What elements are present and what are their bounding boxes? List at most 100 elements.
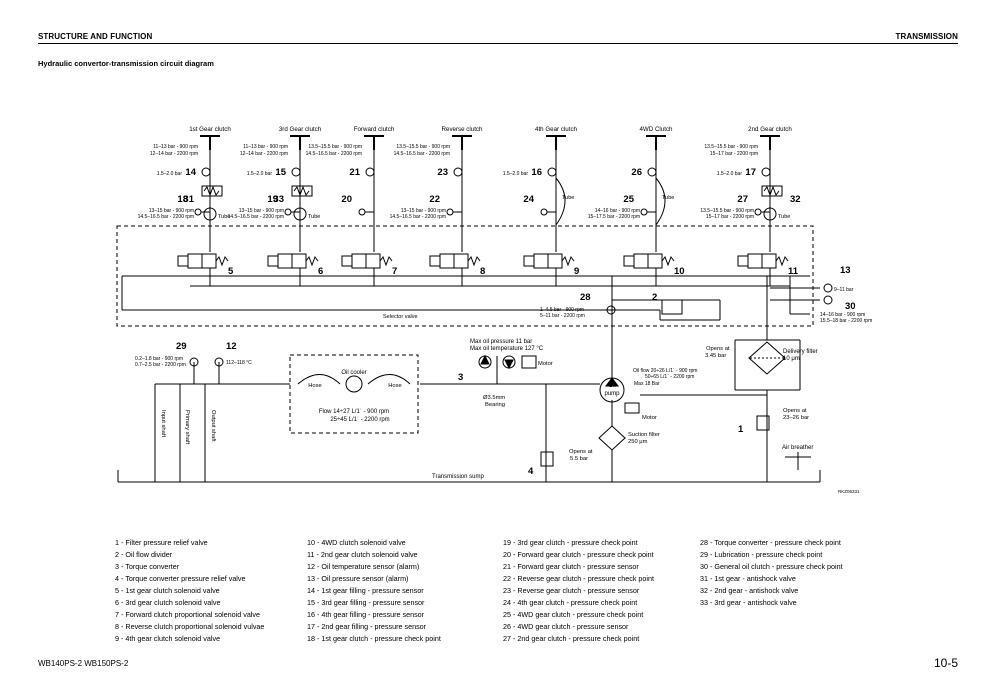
- delivery-filter-label: 10 μm: [783, 356, 800, 362]
- sensor-pressure: 1.5–2.0 bar: [503, 171, 529, 177]
- legend-item: 27 - 2nd gear clutch - pressure check po…: [503, 634, 640, 643]
- pressure-28: 5–11 bar - 2200 rpm: [540, 313, 585, 319]
- legend-item: 10 - 4WD clutch solenoid valve: [307, 538, 406, 547]
- opens-label: Opens at: [783, 408, 807, 414]
- max-oil-label: Max oil pressure 11 bar: [470, 339, 532, 345]
- pressure-range: 12–14 bar - 2200 rpm: [150, 151, 198, 157]
- diagram-title: Hydraulic convertor-transmission circuit…: [38, 59, 214, 68]
- bearing-label: Bearing: [485, 402, 505, 408]
- sensor-12: 12: [226, 341, 237, 352]
- shaft-label: Output shaft: [210, 410, 216, 442]
- legend-item: 17 - 2nd gear filling - pressure sensor: [307, 622, 427, 631]
- check-pressure: 13.5–15.5 bar - 900 rpm: [700, 208, 754, 214]
- legend-item: 33 - 3rd gear - antishock valve: [700, 598, 797, 607]
- flow-label: 25÷45 L/1ˈ - 2200 rpm: [330, 417, 389, 423]
- legend-item: 14 - 1st gear filling - pressure sensor: [307, 586, 424, 595]
- valve-number: 6: [318, 266, 323, 277]
- opens-label: 5.5 bar: [570, 456, 588, 462]
- pressure-range: 14.5–16.5 bar - 2200 rpm: [306, 151, 362, 157]
- sensor-pressure: 1.5–2.0 bar: [717, 171, 743, 177]
- legend-item: 24 - 4th gear clutch - pressure check po…: [503, 598, 638, 607]
- clutch-label: Reverse clutch: [442, 126, 483, 133]
- suction-filter-label: Suction filter: [628, 432, 660, 438]
- legend-item: 13 - Oil pressure sensor (alarm): [307, 574, 409, 583]
- pressure-29: 0.7–2.5 bar - 2200 rpm: [135, 362, 186, 368]
- clutch-label: 4th Gear clutch: [535, 126, 578, 133]
- opens-label: Opens at: [706, 346, 730, 352]
- suction-filter-label: 250 μm: [628, 439, 648, 445]
- sensor-30: 30: [845, 301, 856, 312]
- legend-item: 19 - 3rd gear clutch - pressure check po…: [503, 538, 638, 547]
- legend-item: 12 - Oil temperature sensor (alarm): [307, 562, 420, 571]
- antishock-number: 31: [183, 194, 194, 205]
- page-number: 10-5: [933, 656, 958, 670]
- valve-number: 7: [392, 266, 397, 277]
- legend-item: 11 - 2nd gear clutch solenoid valve: [307, 550, 418, 559]
- check-number: 27: [737, 194, 748, 205]
- delivery-filter-label: Delivery filter: [783, 349, 818, 355]
- drawing-ref: RKZ06331: [838, 489, 860, 494]
- sensor-pressure: 1.5–2.0 bar: [247, 171, 273, 177]
- check-pressure: 14.5–16.5 bar - 2200 rpm: [138, 214, 194, 220]
- sensor-number: 17: [745, 167, 756, 178]
- check-number: 22: [429, 194, 440, 205]
- sensor-number: 21: [349, 167, 360, 178]
- check-number: 25: [623, 194, 634, 205]
- legend-item: 8 - Reverse clutch proportional solenoid…: [115, 622, 265, 631]
- motor-label: Motor: [642, 415, 657, 421]
- legend-column-3: 19 - 3rd gear clutch - pressure check po…: [503, 537, 654, 645]
- legend-item: 26 - 4WD gear clutch - pressure sensor: [503, 622, 629, 631]
- legend-item: 31 - 1st gear - antishock valve: [700, 574, 796, 583]
- temp-12: 112–118 °C: [226, 360, 252, 366]
- legend-column-2: 10 - 4WD clutch solenoid valve 11 - 2nd g…: [307, 537, 441, 645]
- check-number: 20: [341, 194, 352, 205]
- sensor-number: 23: [437, 167, 448, 178]
- legend-column-4: 28 - Torque converter - pressure check p…: [700, 537, 843, 609]
- sump-label: Transmission sump: [432, 474, 484, 480]
- check-number: 19: [267, 194, 278, 205]
- sensor-number: 26: [631, 167, 642, 178]
- oil-cooler-box: [289, 354, 419, 434]
- legend-item: 21 - Forward gear clutch - pressure sens…: [503, 562, 639, 571]
- legend-item: 20 - Forward gear clutch - pressure chec…: [503, 550, 654, 559]
- pressure-range: 14.5–16.5 bar - 2200 rpm: [394, 151, 450, 157]
- check-pressure: 15–17 bar - 2200 rpm: [706, 214, 754, 220]
- legend-item: 30 - General oil clutch - pressure check…: [700, 562, 843, 571]
- pump-label: pump: [604, 391, 620, 397]
- pressure-range: 11–13 bar - 900 rpm: [243, 144, 288, 150]
- header-rule: [38, 43, 958, 44]
- pressure-range: 13.5–15.5 bar - 900 rpm: [396, 144, 450, 150]
- oil-flow-label: Oil flow 20÷26 L/1ˈ - 900 rpm: [633, 368, 697, 374]
- check-pressure: 13–15 bar - 900 rpm: [149, 208, 194, 214]
- valve-number: 11: [788, 266, 799, 277]
- legend-item: 7 - Forward clutch proportional solenoid…: [115, 610, 261, 619]
- chapter-header: TRANSMISSION: [895, 32, 958, 41]
- opens-label: 23–26 bar: [783, 415, 809, 421]
- valve-number: 10: [674, 266, 685, 277]
- pressure-range: 11–13 bar - 900 rpm: [153, 144, 198, 150]
- tube-label: Tube: [562, 195, 574, 201]
- legend-item: 32 - 2nd gear - antishock valve: [700, 586, 799, 595]
- legend-item: 1 - Filter pressure relief valve: [115, 538, 208, 547]
- pressure-28: 1–4.5 bar - 900 rpm: [540, 307, 584, 313]
- relief-valve-number: 1: [738, 424, 744, 435]
- legend-item: 18 - 1st gear clutch - pressure check po…: [307, 634, 441, 643]
- pressure-13: 9–11 bar: [834, 287, 854, 293]
- hose-label: Hose: [308, 383, 322, 389]
- footer-model: WB140PS-2 WB150PS-2: [38, 659, 129, 668]
- motor-label: Motor: [538, 361, 553, 367]
- oil-flow-label: 50÷65 L/1ˈ - 2200 rpm: [645, 374, 694, 380]
- legend-item: 3 - Torque converter: [115, 562, 180, 571]
- pressure-range: 13.5–15.5 bar - 900 rpm: [308, 144, 362, 150]
- selector-valve-box: [116, 225, 814, 327]
- air-breather-label: Air breather: [782, 445, 813, 451]
- check-29: 29: [176, 341, 187, 352]
- valve-number: 9: [574, 266, 579, 277]
- check-pressure: 15–17.5 bar - 2200 rpm: [588, 214, 640, 220]
- check-pressure: 14.5–16.5 bar - 2200 rpm: [228, 214, 284, 220]
- check-number: 24: [523, 194, 534, 205]
- sensor-13: 13: [840, 265, 851, 276]
- shaft-label: Primary shaft: [184, 410, 190, 445]
- tube-label: Tube: [218, 214, 230, 220]
